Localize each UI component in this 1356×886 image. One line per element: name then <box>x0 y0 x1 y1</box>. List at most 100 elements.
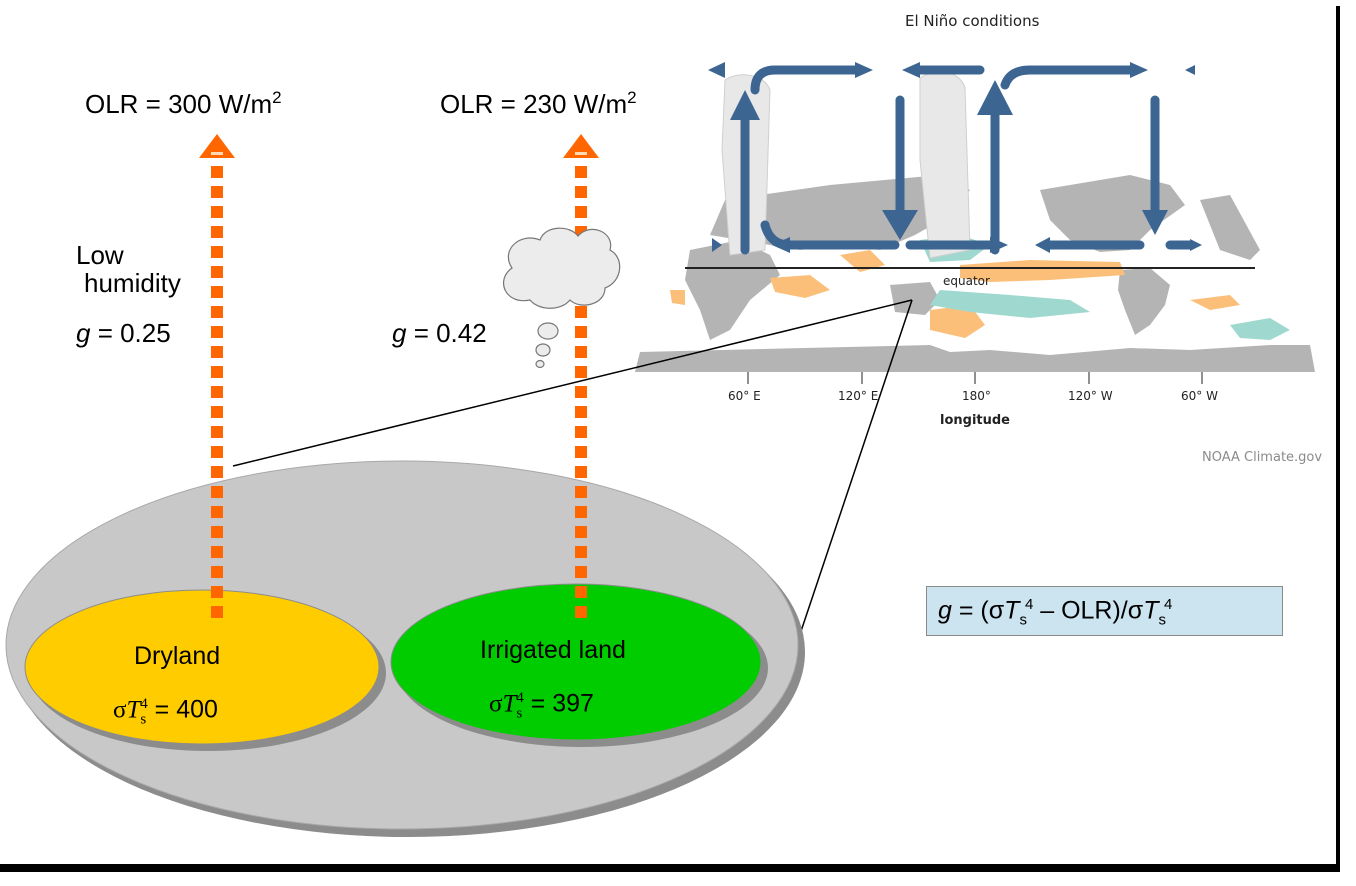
frame-border-bottom <box>0 864 1340 872</box>
arrow-dash <box>575 326 587 338</box>
arrow-dash <box>211 466 223 478</box>
arrow-dash <box>575 166 587 178</box>
irrigated-label: Irrigated land <box>480 636 626 664</box>
olr-arrow-dryland <box>199 134 235 618</box>
arrow-dash <box>575 566 587 578</box>
arrow-dash <box>575 446 587 458</box>
g-symbol: g <box>938 596 952 625</box>
warm-anomalies <box>670 250 1240 338</box>
t-symbol: T <box>1004 596 1020 625</box>
arrow-dash <box>575 306 587 318</box>
longitude-tick-label: 120° W <box>1068 389 1113 403</box>
formula-part: = (σ <box>951 596 1005 625</box>
arrow-dash <box>575 486 587 498</box>
arrow-dash <box>575 186 587 198</box>
arrow-dash <box>211 566 223 578</box>
arrow-dash <box>211 586 223 598</box>
arrow-heads <box>708 62 1202 253</box>
arrow-dash <box>211 606 223 618</box>
olr-arrow-irrigated <box>563 134 599 618</box>
arrow-dash <box>211 446 223 458</box>
longitude-tick-label: 60° E <box>728 389 761 403</box>
olr-dryland-text: OLR = 300 W/m <box>85 89 273 119</box>
unit-exponent: 2 <box>627 88 637 107</box>
arrow-dash <box>575 406 587 418</box>
dryland-label: Dryland <box>134 642 221 670</box>
dryland-ellipse <box>24 589 380 745</box>
dryland-temperature: σTs4 = 400 <box>113 697 218 727</box>
arrow-dash <box>211 306 223 318</box>
arrow-dash <box>211 406 223 418</box>
region-diagram <box>5 460 805 837</box>
olr-irrigated-text: OLR = 230 W/m <box>440 89 628 119</box>
arrow-dash <box>575 466 587 478</box>
exponent-4: 4 <box>1163 596 1173 613</box>
humidity-label-line2: humidity <box>84 268 181 298</box>
cloud-icon <box>502 227 621 369</box>
g-symbol: g <box>76 318 91 348</box>
t-symbol: T <box>502 690 517 718</box>
arrow-dash <box>211 366 223 378</box>
irrigated-ellipse <box>390 583 762 741</box>
arrow-dash <box>211 246 223 258</box>
arrow-dash <box>211 206 223 218</box>
map-credit: NOAA Climate.gov <box>1202 450 1323 465</box>
arrow-dash <box>575 526 587 538</box>
arrow-dash <box>211 386 223 398</box>
arrow-dash <box>211 266 223 278</box>
dotted-shaft <box>211 166 223 618</box>
olr-arrows <box>199 134 621 618</box>
frame-border-right <box>1336 6 1340 872</box>
olr-dryland-label: OLR = 300 W/m2 <box>85 89 282 117</box>
unit-exponent: 2 <box>272 88 282 107</box>
g-number: = 0.42 <box>406 318 487 348</box>
humidity-label-line1: Low <box>76 240 124 270</box>
olr-irrigated-label: OLR = 230 W/m2 <box>440 89 637 117</box>
g-number: = 0.25 <box>90 318 171 348</box>
arrow-dash <box>211 226 223 238</box>
walker-circulation-arrows <box>740 65 1195 255</box>
callout-line-left <box>232 299 913 467</box>
arrow-dash <box>575 506 587 518</box>
arrow-dash <box>211 506 223 518</box>
exponent-4: 4 <box>1024 596 1034 613</box>
arrow-dash <box>211 186 223 198</box>
subscript-s: s <box>1158 611 1166 629</box>
sigma-symbol: σ <box>113 696 127 724</box>
g-formula: g = (σTs4 – OLR)/σTs4 <box>938 597 1172 627</box>
arrow-dash <box>211 526 223 538</box>
callout-line-right <box>785 299 913 677</box>
thought-bubble-small <box>535 359 545 369</box>
arrow-dash <box>575 606 587 618</box>
arrow-dash <box>211 286 223 298</box>
arrow-dash <box>575 586 587 598</box>
longitude-tick-label: 120° E <box>838 389 879 403</box>
arrow-dash <box>211 346 223 358</box>
longitude-axis-label: longitude <box>940 413 1010 428</box>
g-formula-box: g = (σTs4 – OLR)/σTs4 <box>926 586 1283 636</box>
irrigated-temperature: σTs4 = 397 <box>489 691 594 721</box>
arrow-dash <box>211 326 223 338</box>
arrow-head-icon <box>563 134 599 158</box>
arrow-dash <box>575 346 587 358</box>
g-symbol: g <box>392 318 407 348</box>
arrow-dash <box>211 546 223 558</box>
thought-bubble-large <box>537 322 559 340</box>
subscript-s: s <box>516 705 523 722</box>
t-symbol: T <box>126 696 141 724</box>
longitude-ticks <box>747 372 1203 384</box>
longitude-tick-label: 60° W <box>1181 389 1218 403</box>
arrow-dash <box>575 546 587 558</box>
sigma-symbol: σ <box>489 690 503 718</box>
arrow-dash <box>211 486 223 498</box>
g-value-dryland: g = 0.25 <box>76 320 171 346</box>
arrow-dash <box>575 366 587 378</box>
longitude-tick-label: 180° <box>962 389 991 403</box>
temperature-value: = 400 <box>147 695 218 724</box>
arrow-dash <box>575 386 587 398</box>
arrow-head-icon <box>199 134 235 158</box>
g-value-irrigated: g = 0.42 <box>392 320 487 346</box>
exponent-4: 4 <box>140 696 148 712</box>
arrow-dash <box>211 426 223 438</box>
